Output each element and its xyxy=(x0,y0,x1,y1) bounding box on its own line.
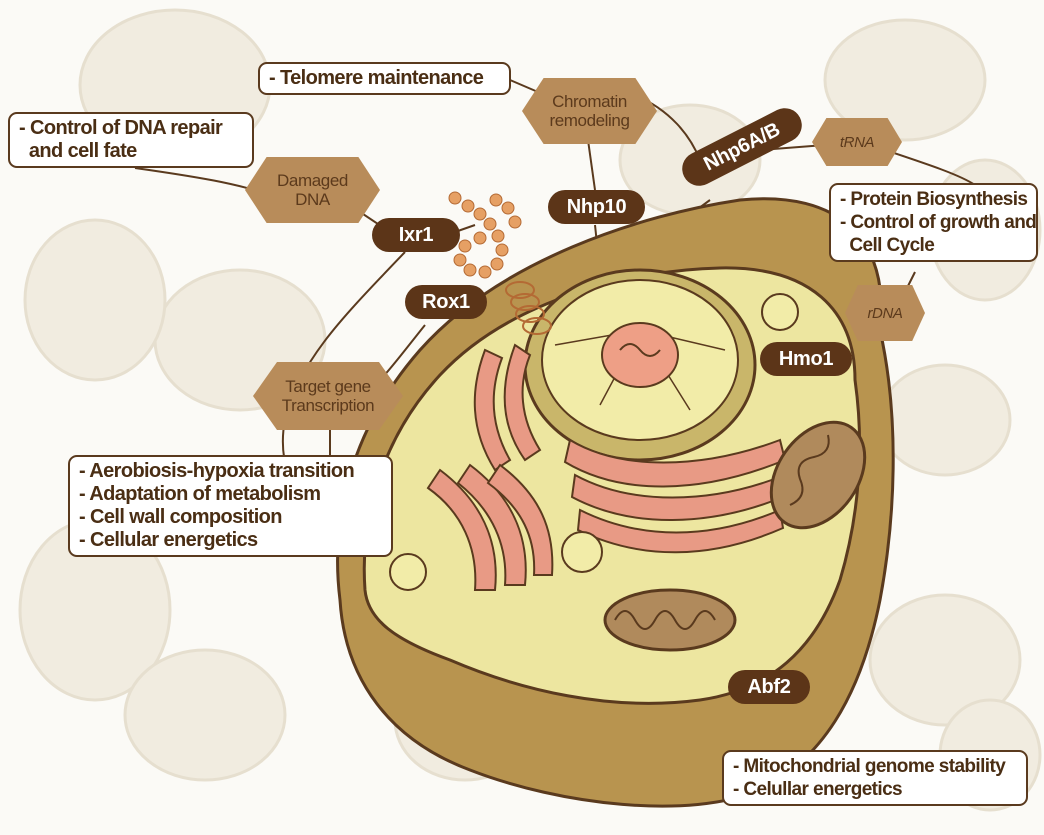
protein-ixr1: Ixr1 xyxy=(372,218,460,252)
protein-rox1: Rox1 xyxy=(405,285,487,319)
hex-damaged-dna: Damaged DNA xyxy=(245,157,380,223)
protein-abf2: Abf2 xyxy=(728,670,810,704)
box-aerobiosis: - Aerobiosis-hypoxia transition - Adapta… xyxy=(68,455,393,557)
box-telomere-line: - Telomere maintenance xyxy=(269,67,500,90)
hex-target-gene-transcription: Target gene Transcription xyxy=(253,362,403,430)
hex-trna: tRNA xyxy=(812,118,902,166)
box-dna-repair-line2: and cell fate xyxy=(19,140,243,163)
hex-chromatin-remodeling: Chromatin remodeling xyxy=(522,78,657,144)
hex-damaged-line1: Damaged xyxy=(277,171,348,190)
box-protein-biosynthesis: - Protein Biosynthesis - Control of grow… xyxy=(829,183,1038,262)
hex-target-line1: Target gene xyxy=(285,377,370,396)
box-dna-repair: - Control of DNA repair and cell fate xyxy=(8,112,254,168)
box-aerobiosis-line3: - Cell wall composition xyxy=(79,506,382,529)
box-mito-line2: - Celullar energetics xyxy=(733,778,1017,801)
box-aerobiosis-line2: - Adaptation of metabolism xyxy=(79,483,382,506)
hex-rdna-label: rDNA xyxy=(867,304,902,323)
protein-nhp10: Nhp10 xyxy=(548,190,645,224)
hex-target-line2: Transcription xyxy=(282,396,374,415)
box-aerobiosis-line1: - Aerobiosis-hypoxia transition xyxy=(79,460,382,483)
box-protein-line3: Cell Cycle xyxy=(840,234,1027,257)
box-mito-line1: - Mitochondrial genome stability xyxy=(733,755,1017,778)
nucleolus xyxy=(602,323,678,387)
hex-damaged-line2: DNA xyxy=(295,190,330,209)
hex-rdna: rDNA xyxy=(845,285,925,341)
box-mitochondrial: - Mitochondrial genome stability - Celul… xyxy=(722,750,1028,806)
box-dna-repair-line1: - Control of DNA repair xyxy=(19,117,243,140)
hex-trna-label: tRNA xyxy=(840,133,874,152)
box-telomere-maintenance: - Telomere maintenance xyxy=(258,62,511,95)
box-protein-line2: - Control of growth and xyxy=(840,211,1027,234)
box-aerobiosis-line4: - Cellular energetics xyxy=(79,529,382,552)
hex-chromatin-line1: Chromatin xyxy=(552,92,627,111)
hex-chromatin-line2: remodeling xyxy=(549,111,629,130)
protein-hmo1: Hmo1 xyxy=(760,342,852,376)
box-protein-line1: - Protein Biosynthesis xyxy=(840,188,1027,211)
